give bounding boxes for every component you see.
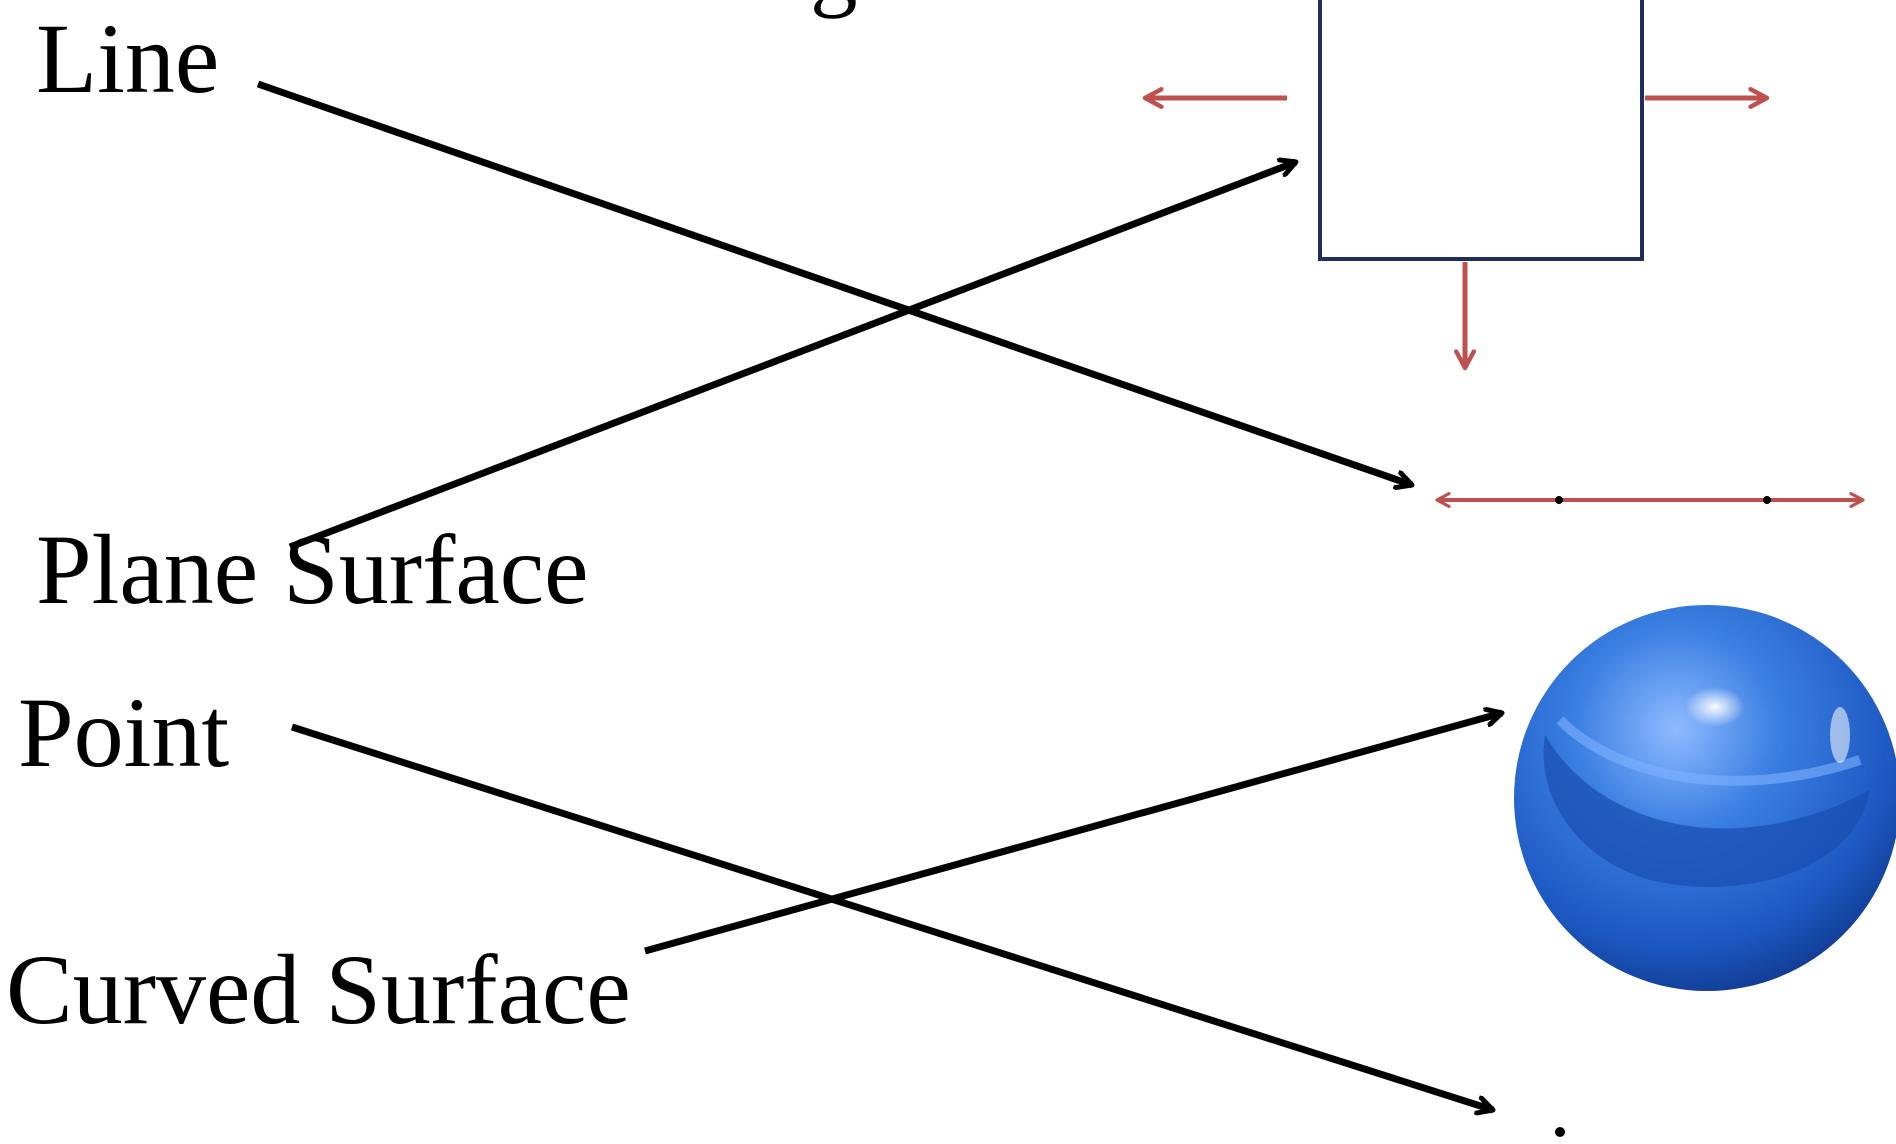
double-headed-line-icon (1435, 492, 1865, 508)
line-dot-left (1555, 496, 1563, 504)
title-partial-text: g (810, 0, 858, 19)
label-curved-surface: Curved Surface (6, 934, 631, 1045)
blue-marble-sphere-icon (1514, 605, 1896, 991)
label-point: Point (18, 677, 229, 788)
connector-plane-to-square (288, 162, 1296, 551)
connector-line-to-line-figure (256, 80, 1412, 485)
marble-rim-light (1830, 707, 1850, 763)
connector-point-to-dot (290, 723, 1493, 1110)
marble-swirl (1543, 735, 1870, 887)
label-line: Line (36, 3, 219, 114)
marble-swirl-highlight (1556, 716, 1862, 786)
square-with-outward-arrows-icon (1142, 0, 1770, 371)
dot-icon (1555, 1127, 1565, 1137)
connector-curved-to-marble (644, 713, 1502, 955)
marble-shine (1685, 687, 1745, 727)
line-dot-right (1763, 496, 1771, 504)
label-plane-surface: Plane Surface (36, 514, 589, 625)
marble-body (1514, 605, 1896, 991)
square-plane-figure (1318, 0, 1644, 261)
